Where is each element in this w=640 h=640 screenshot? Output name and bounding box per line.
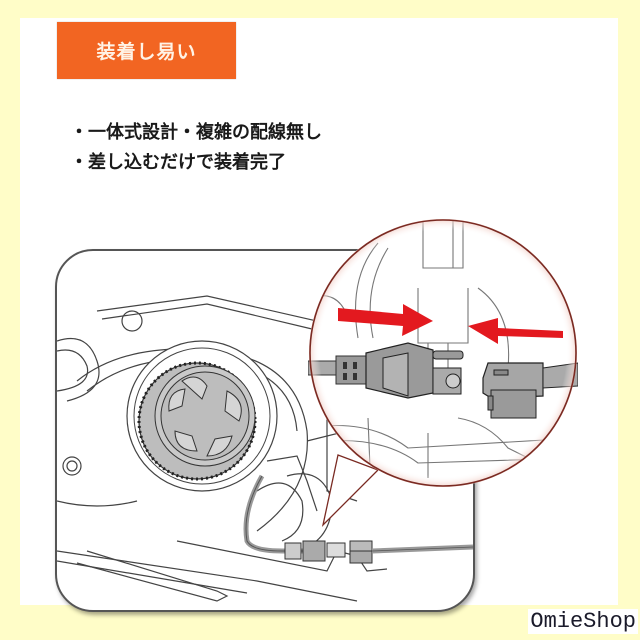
feature-item: ・差し込むだけで装着完了 xyxy=(70,152,286,173)
connector-closeup xyxy=(307,218,579,488)
connector-plug-icon xyxy=(307,219,579,487)
shop-watermark: OmieShop xyxy=(528,609,638,634)
feature-badge-label: 装着し易い xyxy=(96,41,197,63)
feature-list: ・一体式設計・複雑の配線無し ・差し込むだけで装着完了 xyxy=(70,118,322,178)
feature-item: ・一体式設計・複雑の配線無し xyxy=(70,122,322,143)
headlight-housing-icon xyxy=(57,295,473,602)
feature-badge: 装着し易い xyxy=(57,22,236,79)
